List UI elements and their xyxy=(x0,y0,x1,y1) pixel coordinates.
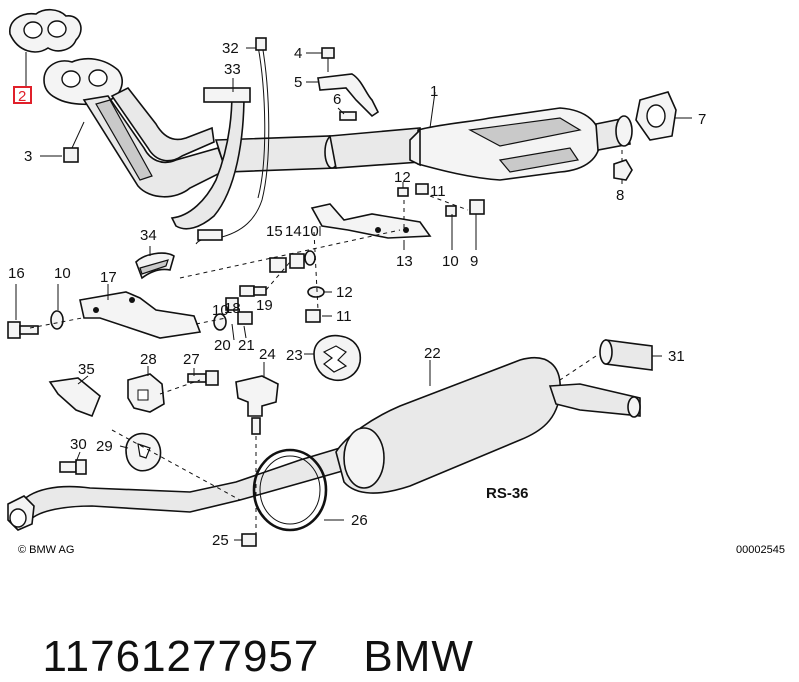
callout-10-mid[interactable]: 10 xyxy=(302,223,319,240)
clamp-part-26[interactable] xyxy=(252,448,328,532)
callout-13[interactable]: 13 xyxy=(396,253,413,270)
part-number: 11761277957 xyxy=(42,632,320,681)
washer-part-20[interactable] xyxy=(213,313,227,331)
nut-part-25[interactable] xyxy=(241,533,257,547)
model-code: RS-36 xyxy=(486,485,529,502)
callout-28[interactable]: 28 xyxy=(140,351,157,368)
highlight-box xyxy=(13,86,32,104)
copyright-text: © BMW AG xyxy=(18,544,74,556)
callout-31[interactable]: 31 xyxy=(668,348,685,365)
callout-24[interactable]: 24 xyxy=(259,346,276,363)
front-pipe[interactable] xyxy=(43,57,340,198)
exhaust-parts-diagram: 1 2 3 4 5 6 7 8 9 10 10 11 11 12 12 13 1… xyxy=(7,8,785,556)
rear-muffler-22[interactable] xyxy=(335,357,641,494)
washer-part-12[interactable] xyxy=(307,286,325,298)
bolt-part-27[interactable] xyxy=(187,370,219,386)
callout-15[interactable]: 15 xyxy=(266,223,283,240)
callout-10-right[interactable]: 10 xyxy=(442,253,459,270)
callout-labels: 1 2 3 4 5 6 7 8 9 10 10 11 11 12 12 13 1… xyxy=(8,40,706,549)
callout-11-bottom[interactable]: 11 xyxy=(336,308,352,325)
gasket-part-2[interactable] xyxy=(9,8,82,53)
bolt-part-30[interactable] xyxy=(59,459,87,475)
center-bracket-13[interactable] xyxy=(310,183,485,239)
bracket-part-28[interactable] xyxy=(127,373,165,413)
rubber-ring-29[interactable] xyxy=(125,432,162,472)
isolator-part-14-15[interactable] xyxy=(269,250,316,273)
nut-part-8[interactable] xyxy=(613,159,633,181)
callout-25[interactable]: 25 xyxy=(212,532,229,549)
rubber-mount-18[interactable] xyxy=(225,297,239,311)
callout-5[interactable]: 5 xyxy=(294,74,302,91)
bolt-part-16[interactable] xyxy=(7,321,39,339)
part-caption: 11761277957 BMW xyxy=(16,582,474,682)
nut-part-3[interactable] xyxy=(63,147,79,163)
flange-gasket-7[interactable] xyxy=(635,91,677,141)
callout-11-top[interactable]: 11 xyxy=(430,183,446,200)
clamp-part-34[interactable] xyxy=(135,252,175,280)
nut-part-11[interactable] xyxy=(305,309,321,323)
callout-9[interactable]: 9 xyxy=(470,253,478,270)
callout-17[interactable]: 17 xyxy=(100,269,117,286)
washer-part-10[interactable] xyxy=(50,310,64,330)
sleeve-part-31[interactable] xyxy=(599,339,653,371)
callout-18[interactable]: 18 xyxy=(224,300,241,317)
callout-23[interactable]: 23 xyxy=(286,347,303,364)
brand-name: BMW xyxy=(363,632,474,681)
bracket-part-17[interactable] xyxy=(79,291,202,339)
rubber-ring-23[interactable] xyxy=(313,334,362,382)
bolt-part-19[interactable] xyxy=(239,285,267,297)
callout-33[interactable]: 33 xyxy=(224,61,241,78)
callout-26[interactable]: 26 xyxy=(351,512,368,529)
callout-35[interactable]: 35 xyxy=(78,361,95,378)
hanger-part-24[interactable] xyxy=(235,375,279,435)
assembly-lines xyxy=(29,150,623,534)
callout-20[interactable]: 20 xyxy=(214,337,231,354)
leader-lines xyxy=(15,47,692,541)
callout-3[interactable]: 3 xyxy=(24,148,32,165)
drawing-id: 00002545 xyxy=(736,544,785,556)
callout-19[interactable]: 19 xyxy=(256,297,273,314)
callout-14[interactable]: 14 xyxy=(285,223,302,240)
callout-1[interactable]: 1 xyxy=(430,83,438,100)
callout-4[interactable]: 4 xyxy=(294,45,302,62)
callout-2[interactable]: 2 xyxy=(18,88,26,105)
callout-32[interactable]: 32 xyxy=(222,40,239,57)
callout-10-small[interactable]: 10 xyxy=(212,302,229,319)
callout-10-left[interactable]: 10 xyxy=(54,265,71,282)
oxygen-sensor-lead[interactable] xyxy=(170,37,270,245)
catalytic-converter-pipe[interactable] xyxy=(329,107,633,181)
callout-22[interactable]: 22 xyxy=(424,345,441,362)
callout-7[interactable]: 7 xyxy=(698,111,706,128)
hanger-bracket-5-6[interactable] xyxy=(317,47,380,121)
callout-30[interactable]: 30 xyxy=(70,436,87,453)
callout-34[interactable]: 34 xyxy=(140,227,157,244)
intermediate-pipe[interactable] xyxy=(7,446,347,531)
callout-29[interactable]: 29 xyxy=(96,438,113,455)
callout-8[interactable]: 8 xyxy=(616,187,624,204)
clamp-part-35[interactable] xyxy=(48,377,101,418)
callout-6[interactable]: 6 xyxy=(333,91,341,108)
callout-21[interactable]: 21 xyxy=(238,337,255,354)
callout-12-bottom[interactable]: 12 xyxy=(336,284,353,301)
callout-12-top[interactable]: 12 xyxy=(394,169,411,186)
nut-part-21[interactable] xyxy=(237,311,253,325)
callout-27[interactable]: 27 xyxy=(183,351,200,368)
callout-16[interactable]: 16 xyxy=(8,265,25,282)
